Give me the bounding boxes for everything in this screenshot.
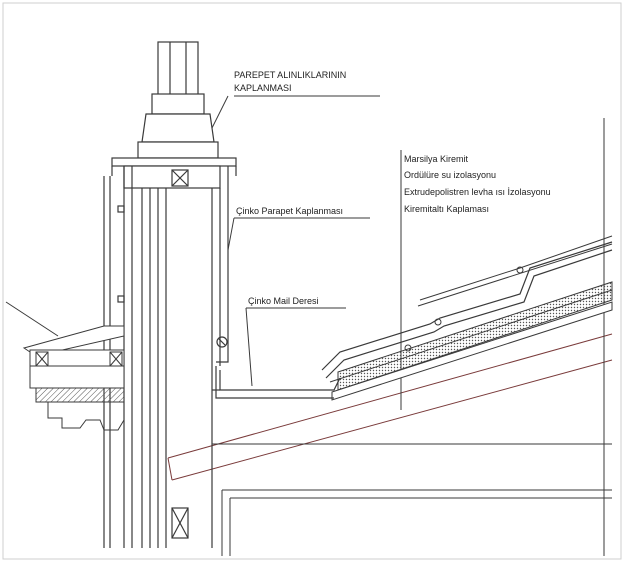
parapet-column bbox=[103, 41, 237, 548]
leader-lines bbox=[211, 95, 380, 387]
zinc-parapet-sheet bbox=[216, 166, 229, 363]
label-roof-layer-2: Ordülüre su izolasyonu bbox=[404, 170, 496, 180]
labels: PAREPET ALINLIKLARININ KAPLANMASI Çinko … bbox=[234, 70, 551, 306]
left-eave bbox=[5, 301, 125, 431]
label-roof-layer-4: Kiremitaltı Kaplaması bbox=[404, 204, 489, 214]
roof-slope bbox=[167, 333, 613, 481]
label-zinc-parapet: Çinko Parapet Kaplanması bbox=[236, 206, 343, 216]
label-parapet-cap-line2: KAPLANMASI bbox=[234, 83, 292, 93]
label-roof-layer-1: Marsilya Kiremit bbox=[404, 154, 469, 164]
label-zinc-gutter: Çinko Mail Deresi bbox=[248, 296, 319, 306]
zinc-gutter bbox=[212, 366, 341, 399]
label-parapet-cap-line1: PAREPET ALINLIKLARININ bbox=[234, 70, 346, 80]
ceiling-lines bbox=[212, 443, 612, 556]
label-roof-layer-3: Extrudepolistren levha ısı İzolasyonu bbox=[404, 187, 551, 197]
roof-tiles bbox=[321, 235, 613, 401]
